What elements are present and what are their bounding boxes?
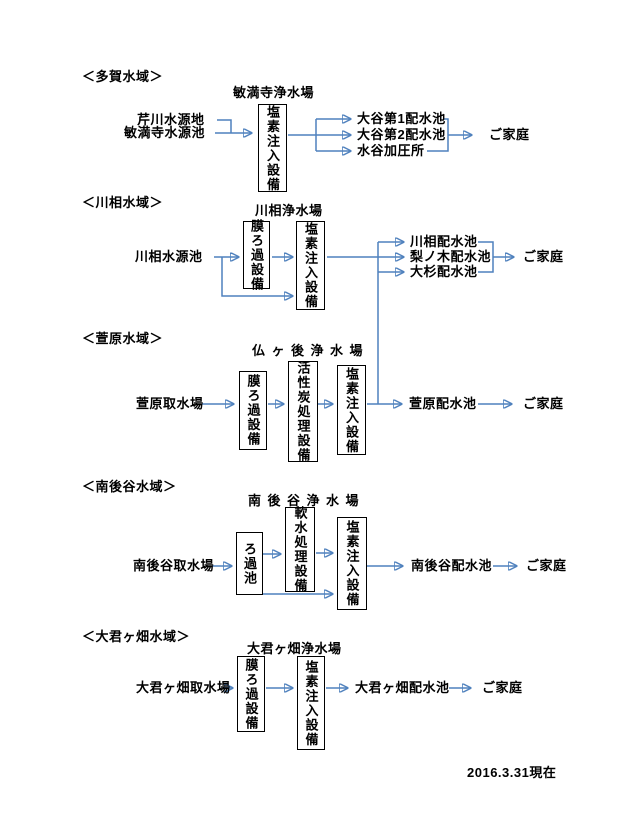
source-label: 萱原取水場 <box>136 396 204 411</box>
section-header-kawaai: ＜川相水域＞ <box>82 195 164 210</box>
output-label: 大谷第1配水池 <box>357 111 446 126</box>
output-label: 大谷第2配水池 <box>357 127 446 142</box>
source-label: 大君ヶ畑取水場 <box>136 680 231 695</box>
process-box-chlorine: 塩素注入設備 <box>337 517 367 610</box>
section-header-ushirodani: ＜南後谷水域＞ <box>82 479 177 494</box>
process-box-chlorine: 塩素注入設備 <box>296 221 325 310</box>
process-box-chlorine: 塩素注入設備 <box>337 365 366 455</box>
destination-label: ご家庭 <box>523 396 564 411</box>
output-label: 大君ヶ畑配水池 <box>355 680 450 695</box>
source-label: 川相水源池 <box>135 249 203 264</box>
process-box-chlorine: 塩素注入設備 <box>297 656 325 750</box>
output-label: 水谷加圧所 <box>357 143 425 158</box>
plant-name-ushirodani: 南後谷浄水場 <box>248 493 366 508</box>
output-label: 南後谷配水池 <box>411 558 493 573</box>
process-box-chlorine: 塩素注入設備 <box>258 104 287 192</box>
process-box-label: 活性炭処理設備 <box>295 360 311 463</box>
process-box-label: 塩素注入設備 <box>303 222 318 309</box>
process-box-softening: 軟水処理設備 <box>285 506 315 593</box>
plant-name-ojigahata: 大君ヶ畑浄水場 <box>247 641 342 656</box>
section-header-kayahara: ＜萱原水域＞ <box>82 331 164 346</box>
kawaai-bypass-arrow <box>221 257 292 296</box>
process-box-label: 膜ろ過設備 <box>245 374 261 447</box>
process-box-label: 軟水処理設備 <box>292 506 308 593</box>
process-box-label: 膜ろ過設備 <box>243 657 259 731</box>
as-of-date: 2016.3.31現在 <box>467 765 557 780</box>
output-label: 大杉配水池 <box>410 264 478 279</box>
plant-name-taga: 敏満寺浄水場 <box>233 85 315 100</box>
source-label: 芹川水源地 <box>137 112 205 127</box>
process-box-label: 塩素注入設備 <box>265 104 280 192</box>
destination-label: ご家庭 <box>489 127 530 142</box>
process-box-filtration: ろ過池 <box>236 532 263 595</box>
plant-name-kayahara: 仏ヶ後浄水場 <box>252 343 370 358</box>
process-box-label: 膜ろ過設備 <box>249 218 264 292</box>
process-box-activated-carbon: 活性炭処理設備 <box>288 361 318 462</box>
process-box-membrane: 膜ろ過設備 <box>237 656 265 732</box>
process-box-label: 塩素注入設備 <box>344 520 360 607</box>
destination-label: ご家庭 <box>526 558 567 573</box>
destination-label: ご家庭 <box>523 249 564 264</box>
process-box-label: 塩素注入設備 <box>303 659 319 747</box>
output-label: 川相配水池 <box>410 234 478 249</box>
output-label: 梨ノ木配水池 <box>410 249 492 264</box>
plant-name-kawaai: 川相浄水場 <box>255 203 323 218</box>
section-header-taga: ＜多賀水域＞ <box>82 69 164 84</box>
section-header-ojigahata: ＜大君ヶ畑水域＞ <box>82 629 191 644</box>
process-box-membrane: 膜ろ過設備 <box>239 371 267 450</box>
process-box-membrane: 膜ろ過設備 <box>243 218 270 292</box>
process-box-label: 塩素注入設備 <box>344 366 359 454</box>
source-label: 敏満寺水源池 <box>124 125 206 140</box>
process-box-label: ろ過池 <box>242 541 257 586</box>
output-label: 萱原配水池 <box>409 396 477 411</box>
destination-label: ご家庭 <box>482 680 523 695</box>
taga-source1-connector <box>217 119 232 133</box>
source-label: 南後谷取水場 <box>133 558 215 573</box>
